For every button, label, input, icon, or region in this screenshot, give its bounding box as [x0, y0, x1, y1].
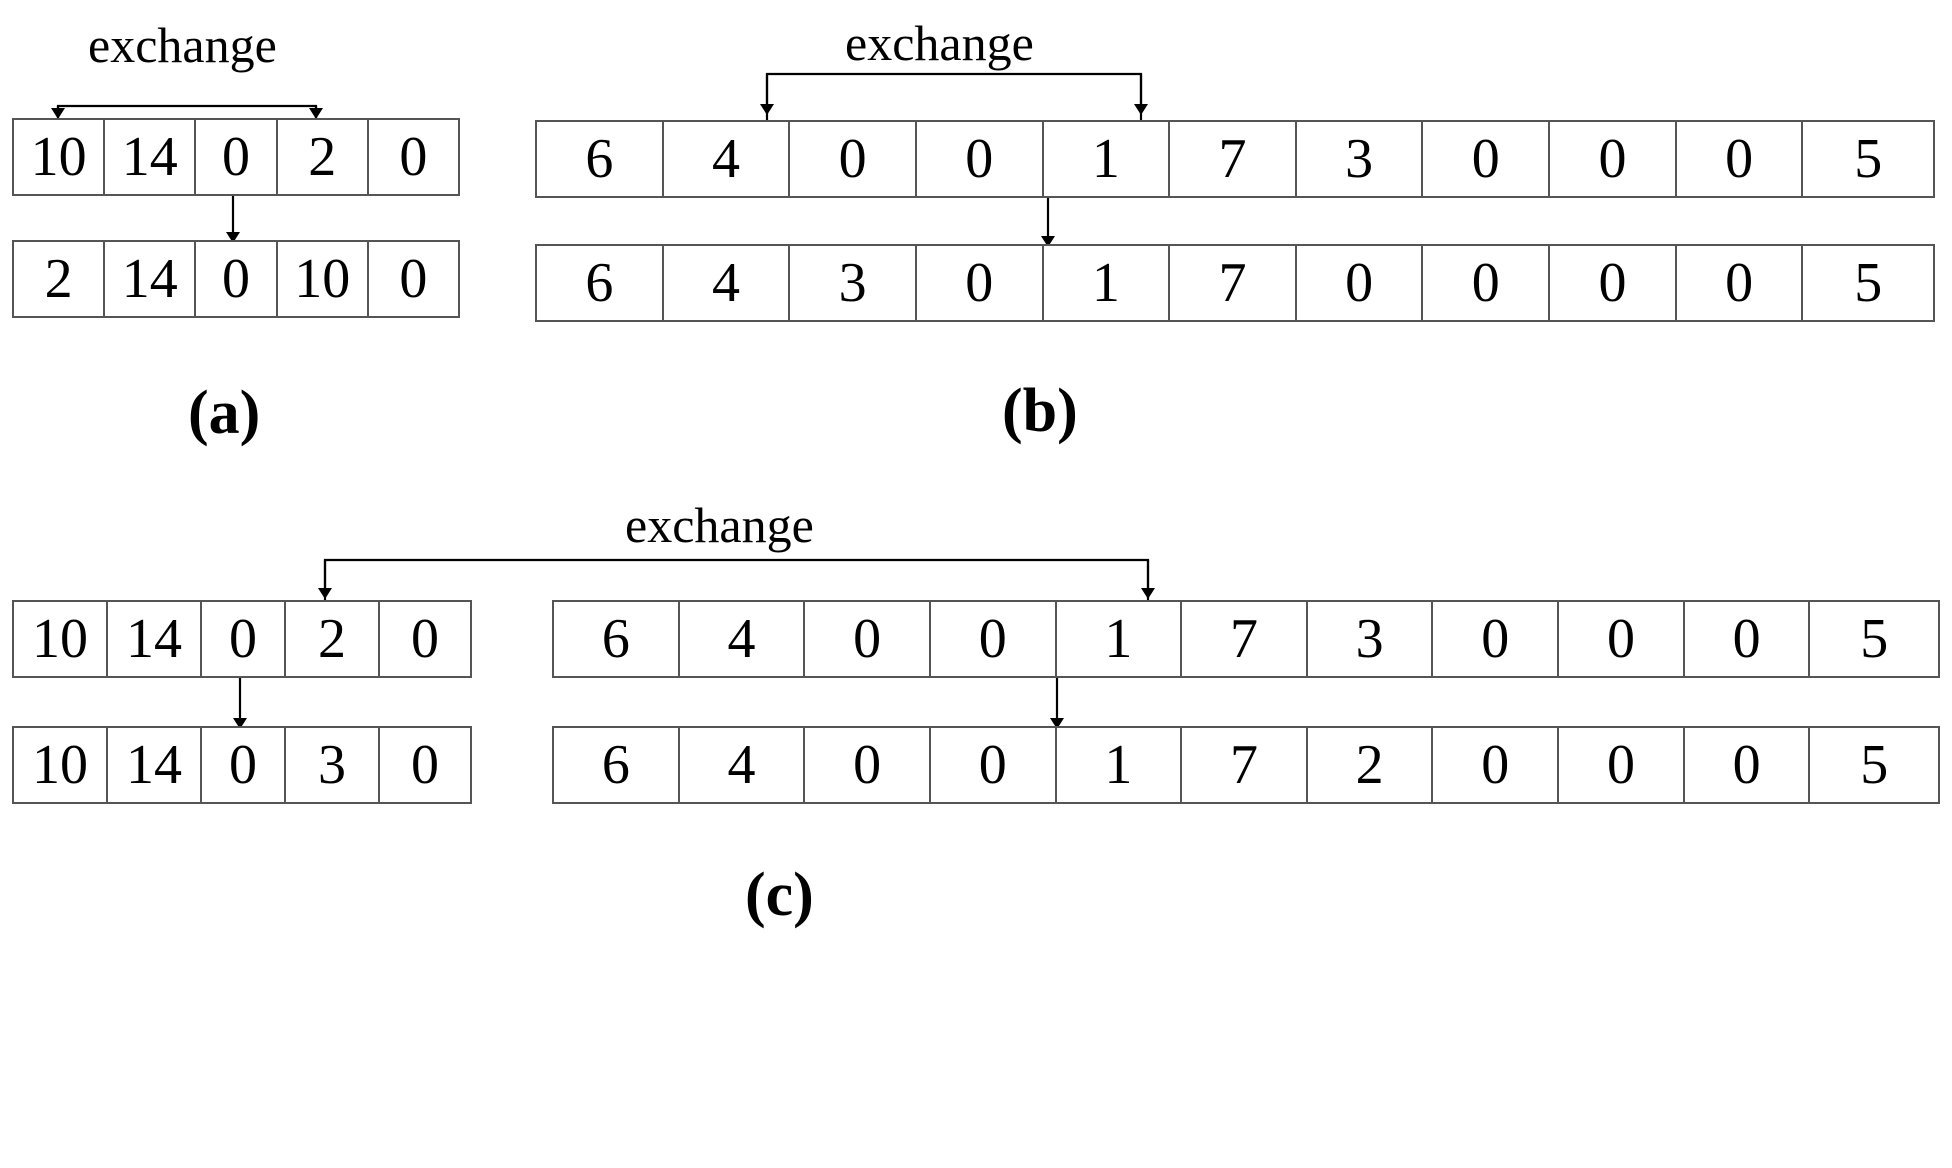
array-cell[interactable]: 14	[105, 242, 197, 316]
array-cell[interactable]: 10	[14, 120, 106, 194]
array-cell[interactable]: 0	[1433, 602, 1560, 676]
panel-b-array-after: 6 4 3 0 1 7 0 0 0 0 5	[535, 244, 1935, 322]
array-cell[interactable]: 0	[1550, 122, 1677, 196]
array-cell[interactable]: 1	[1056, 728, 1183, 802]
panel-b-caption: (b)	[1002, 377, 1078, 445]
array-cell[interactable]: 0	[368, 242, 459, 316]
array-cell[interactable]: 3	[790, 246, 917, 320]
array-cell[interactable]: 2	[286, 602, 380, 676]
array-cell[interactable]: 5	[1810, 728, 1939, 802]
array-cell[interactable]: 0	[202, 728, 286, 802]
array-cell[interactable]: 0	[916, 246, 1044, 320]
array-cell[interactable]: 14	[108, 728, 202, 802]
array-cell[interactable]: 1	[1043, 246, 1171, 320]
array-cell[interactable]: 4	[679, 602, 806, 676]
panel-a-exchange-label: exchange	[88, 17, 277, 73]
array-cell[interactable]: 4	[679, 728, 806, 802]
array-cell[interactable]: 0	[1550, 246, 1677, 320]
array-cell[interactable]: 10	[14, 728, 108, 802]
array-cell[interactable]: 0	[380, 728, 470, 802]
array-cell[interactable]: 0	[196, 120, 278, 194]
array-cell[interactable]: 4	[663, 122, 791, 196]
panel-c-left-array-before: 10 14 0 2 0	[12, 600, 472, 678]
panel-b-array-before: 6 4 0 0 1 7 3 0 0 0 5	[535, 120, 1935, 198]
array-cell[interactable]: 1	[1056, 602, 1183, 676]
array-cell[interactable]: 7	[1170, 246, 1297, 320]
array-cell[interactable]: 7	[1182, 602, 1308, 676]
array-cell[interactable]: 5	[1803, 246, 1934, 320]
array-cell[interactable]: 6	[554, 728, 680, 802]
array-cell[interactable]: 0	[368, 120, 459, 194]
array-cell[interactable]: 6	[537, 246, 664, 320]
panel-a-array-after: 2 14 0 10 0	[12, 240, 460, 318]
array-cell[interactable]: 1	[1043, 122, 1171, 196]
panel-b-exchange-label: exchange	[845, 15, 1034, 71]
array-cell[interactable]: 5	[1810, 602, 1939, 676]
array-cell[interactable]: 0	[930, 602, 1057, 676]
array-cell[interactable]: 10	[14, 602, 108, 676]
panel-c-left-array-after: 10 14 0 3 0	[12, 726, 472, 804]
array-cell[interactable]: 0	[1684, 728, 1811, 802]
array-cell[interactable]: 14	[108, 602, 202, 676]
array-cell[interactable]: 3	[286, 728, 380, 802]
array-cell[interactable]: 0	[805, 602, 931, 676]
array-cell[interactable]: 0	[1423, 246, 1551, 320]
array-cell[interactable]: 4	[663, 246, 791, 320]
array-cell[interactable]: 7	[1182, 728, 1308, 802]
array-cell[interactable]: 6	[554, 602, 680, 676]
array-cell[interactable]: 2	[14, 242, 106, 316]
panel-a-array-before: 10 14 0 2 0	[12, 118, 460, 196]
array-cell[interactable]: 2	[1307, 728, 1434, 802]
array-cell[interactable]: 3	[1296, 122, 1424, 196]
array-cell[interactable]: 7	[1170, 122, 1297, 196]
array-cell[interactable]: 0	[1559, 728, 1685, 802]
array-cell[interactable]: 10	[277, 242, 369, 316]
array-cell[interactable]: 0	[202, 602, 286, 676]
array-cell[interactable]: 0	[1433, 728, 1560, 802]
panel-c-exchange-label: exchange	[625, 497, 814, 553]
array-cell[interactable]: 0	[790, 122, 917, 196]
array-cell[interactable]: 0	[1296, 246, 1424, 320]
array-cell[interactable]: 0	[1676, 246, 1804, 320]
array-cell[interactable]: 2	[277, 120, 369, 194]
array-cell[interactable]: 0	[805, 728, 931, 802]
array-cell[interactable]: 0	[196, 242, 278, 316]
array-cell[interactable]: 0	[1684, 602, 1811, 676]
array-cell[interactable]: 3	[1307, 602, 1434, 676]
panel-a-caption: (a)	[188, 379, 261, 447]
array-cell[interactable]: 0	[1423, 122, 1551, 196]
array-cell[interactable]: 6	[537, 122, 664, 196]
array-cell[interactable]: 0	[1676, 122, 1804, 196]
array-cell[interactable]: 14	[105, 120, 197, 194]
panel-c-right-array-after: 6 4 0 0 1 7 2 0 0 0 5	[552, 726, 1940, 804]
array-cell[interactable]: 0	[380, 602, 470, 676]
array-cell[interactable]: 0	[916, 122, 1044, 196]
panel-c-caption: (c)	[745, 861, 814, 929]
array-cell[interactable]: 0	[1559, 602, 1685, 676]
panel-c-right-array-before: 6 4 0 0 1 7 3 0 0 0 5	[552, 600, 1940, 678]
array-cell[interactable]: 5	[1803, 122, 1934, 196]
array-cell[interactable]: 0	[930, 728, 1057, 802]
